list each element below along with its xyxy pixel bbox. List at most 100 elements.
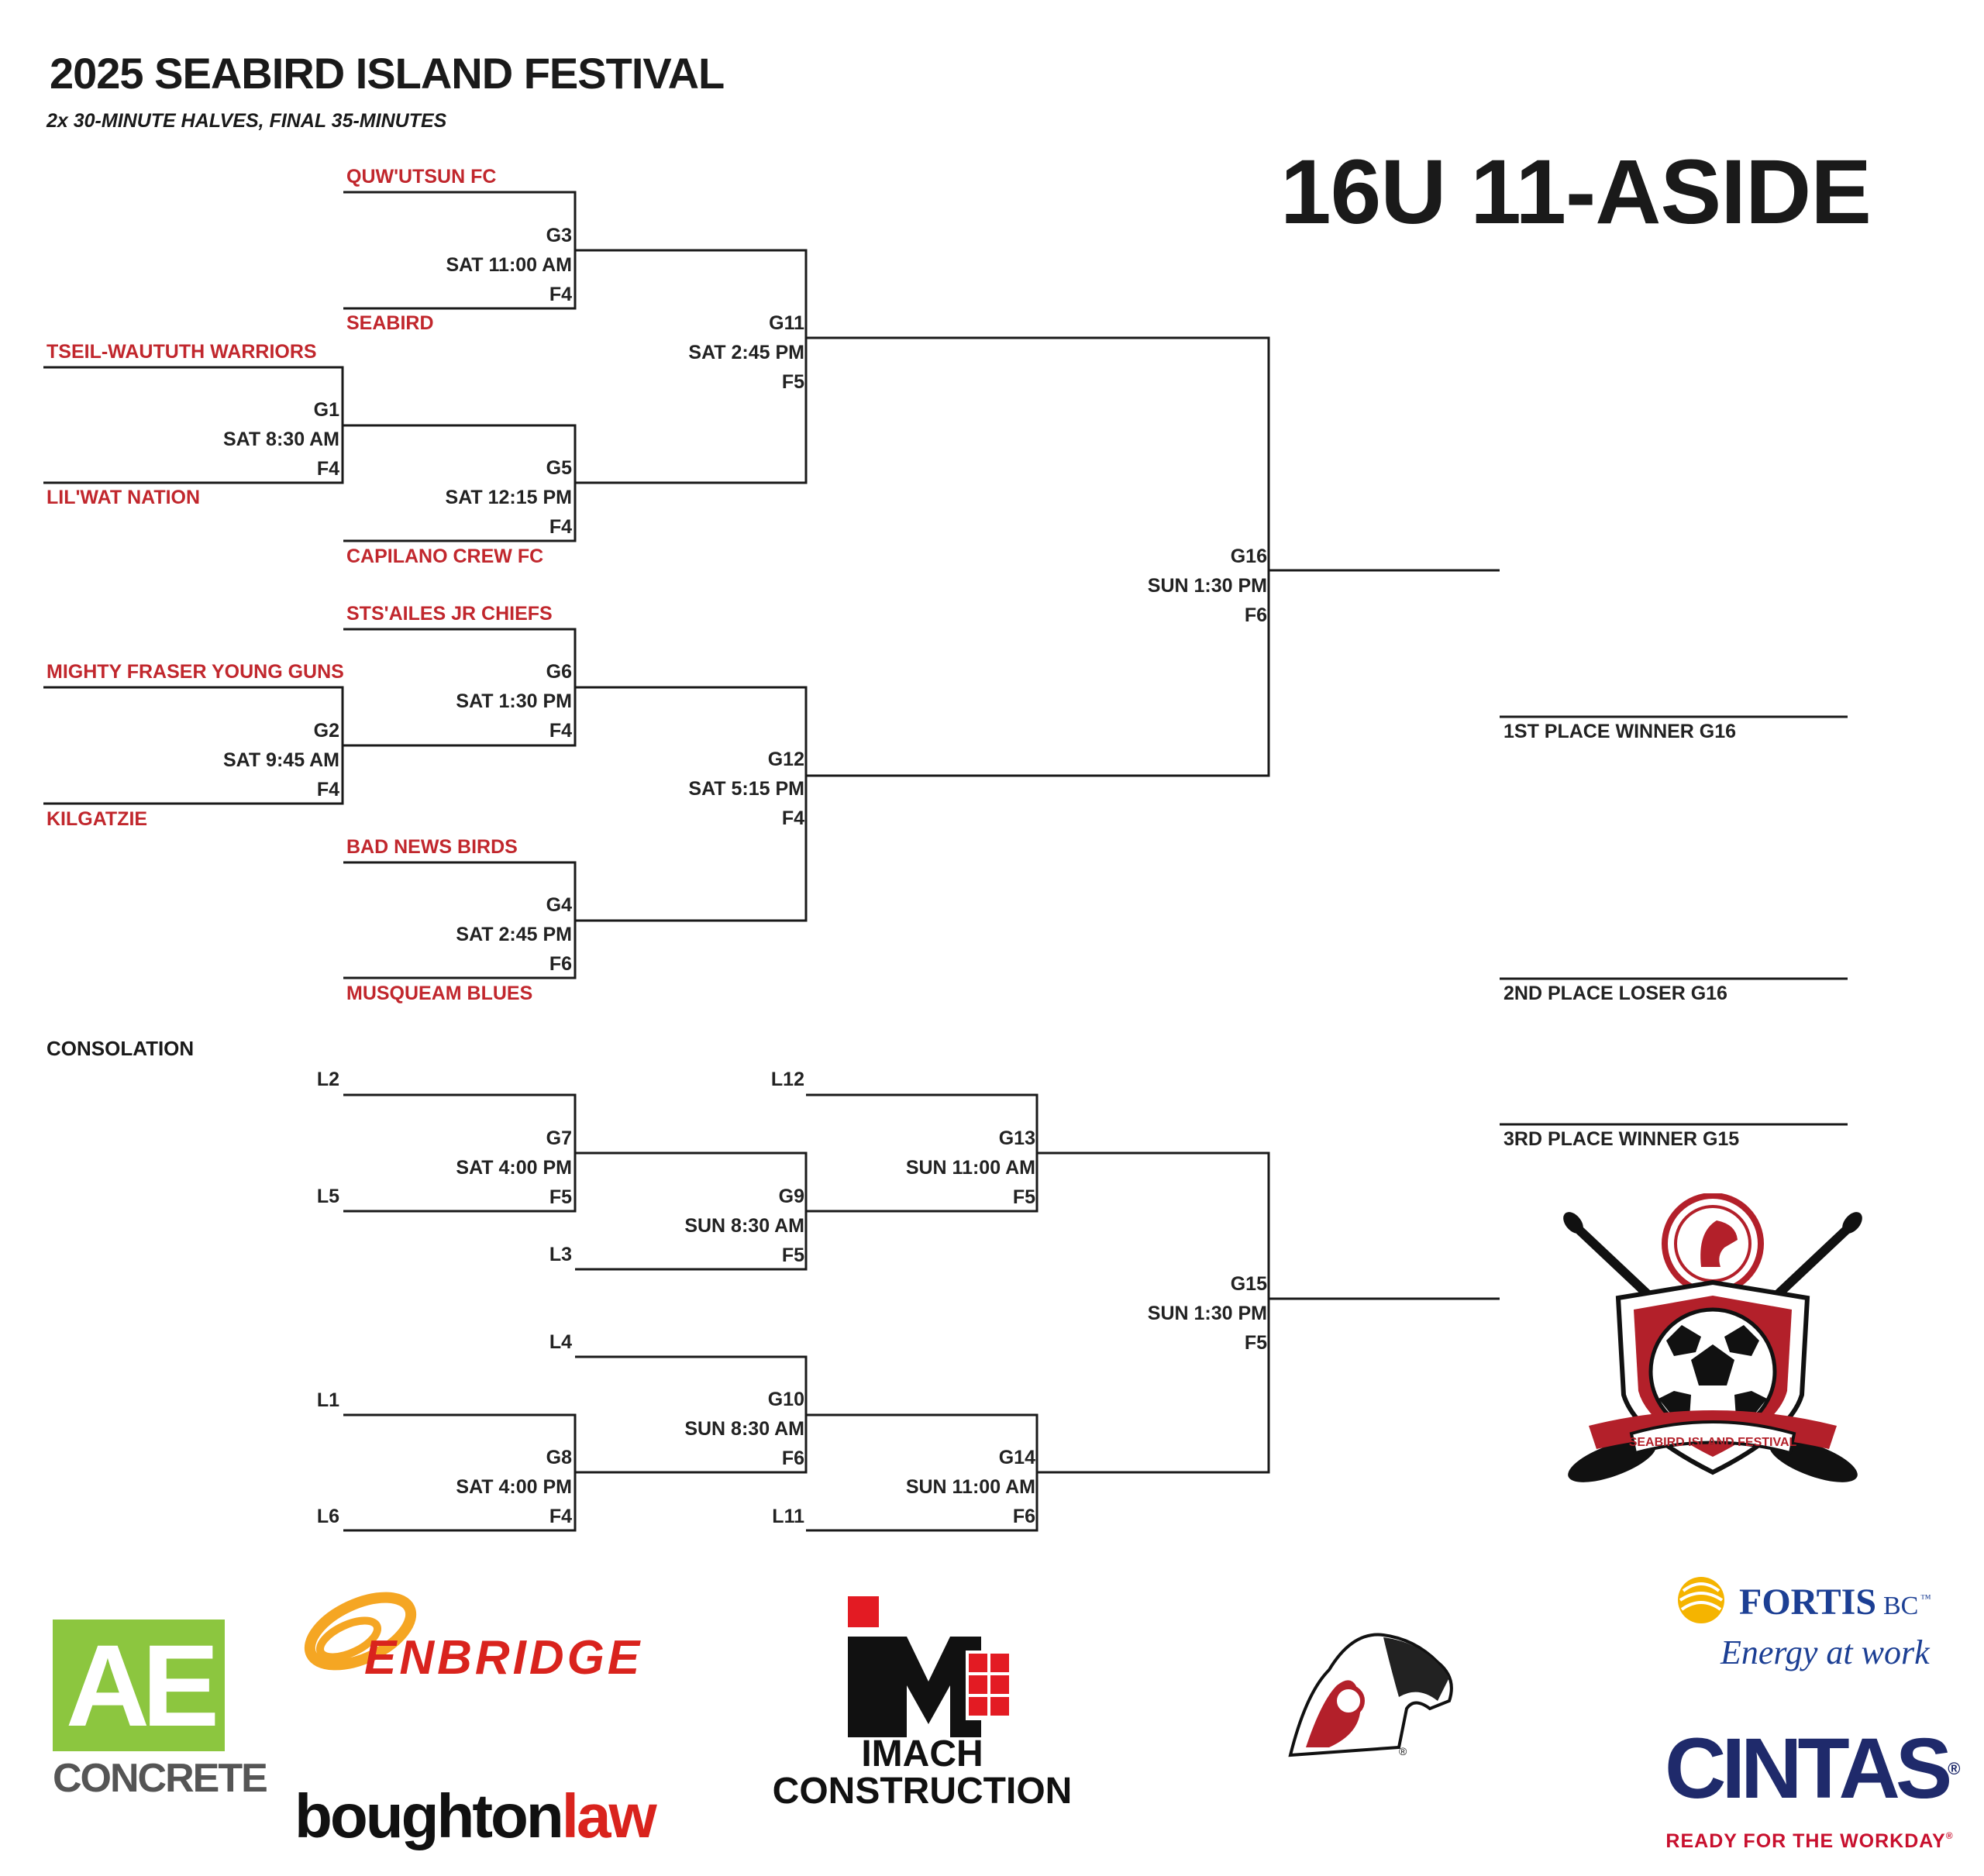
ae-concrete-wordmark: CONCRETE	[53, 1756, 268, 1801]
fortis-wordmark: FORTIS	[1739, 1582, 1876, 1623]
game-time: SAT 9:45 AM	[222, 749, 339, 771]
enbridge-logo: ENBRIDGE	[304, 1592, 642, 1685]
game-field: F6	[549, 953, 572, 975]
game-g4-info: G4 SAT 2:45 PM F6	[456, 890, 572, 979]
game-id: G1	[313, 399, 339, 421]
seed-l4: L4	[549, 1331, 572, 1353]
cintas-logo: CINTAS®	[1665, 1726, 1961, 1812]
game-g5-info: G5 SAT 12:15 PM F4	[446, 453, 572, 542]
imach-logo-mark	[848, 1596, 1012, 1737]
registered-mark: ®	[1399, 1745, 1407, 1757]
boughton-wordmark: boughton	[294, 1781, 564, 1850]
game-field: F4	[549, 284, 572, 305]
game-time: SUN 1:30 PM	[1147, 575, 1267, 597]
seed-l2: L2	[316, 1069, 339, 1090]
game-g14-info: G14 SUN 11:00 AM F6	[906, 1443, 1035, 1531]
team-musqueam: MUSQUEAM BLUES	[346, 983, 533, 1004]
g12-bracket	[575, 686, 808, 922]
game-g16-info: G16 SUN 1:30 PM F6	[1148, 542, 1267, 630]
law-wordmark: law	[561, 1781, 657, 1850]
cintas-registered: ®	[1948, 1759, 1961, 1778]
team-quwutsun: QUW'UTSUN FC	[346, 166, 497, 188]
game-field: F5	[549, 1186, 572, 1208]
game-id: G15	[1230, 1273, 1267, 1295]
game-id: G16	[1230, 546, 1267, 567]
game-id: G10	[767, 1389, 804, 1410]
page-title: 2025 SEABIRD ISLAND FESTIVAL	[50, 49, 725, 98]
game-field: F4	[316, 779, 339, 800]
game-id: G9	[778, 1186, 804, 1207]
cintas-wordmark: CINTAS	[1665, 1721, 1952, 1816]
construction-word: CONSTRUCTION	[772, 1771, 1073, 1812]
game-g10-info: G10 SUN 8:30 AM F6	[684, 1385, 804, 1473]
consolation-label: CONSOLATION	[46, 1037, 195, 1060]
game-id: G6	[546, 661, 572, 683]
game-id: G2	[313, 720, 339, 742]
game-time: SAT 12:15 PM	[445, 487, 572, 508]
team-bad-news-birds: BAD NEWS BIRDS	[346, 836, 518, 858]
game-field: F4	[316, 458, 339, 480]
game-time: SUN 8:30 AM	[684, 1215, 804, 1237]
g2-bracket	[43, 686, 344, 805]
game-field: F5	[781, 371, 804, 393]
imach-construction-wordmark: IMACH CONSTRUCTION	[752, 1736, 1093, 1810]
game-id: G8	[546, 1447, 572, 1468]
game-field: F6	[1244, 604, 1267, 626]
game-time: SAT 2:45 PM	[456, 924, 572, 945]
game-field: F4	[549, 720, 572, 742]
emblem-banner-text: SEABIRD ISLAND FESTIVAL	[1629, 1436, 1797, 1449]
team-mighty-fraser: MIGHTY FRASER YOUNG GUNS	[46, 661, 344, 683]
seed-l11: L11	[772, 1506, 804, 1527]
enbridge-wordmark: ENBRIDGE	[364, 1631, 642, 1685]
game-field: F4	[549, 516, 572, 538]
festival-emblem-logo: SEABIRD ISLAND FESTIVAL	[1563, 1193, 1862, 1482]
game-id: G3	[546, 225, 572, 246]
game-time: SAT 2:45 PM	[688, 342, 804, 363]
game-time: SAT 1:30 PM	[456, 690, 572, 712]
seed-l6: L6	[316, 1506, 339, 1527]
team-kilgatzie: KILGATZIE	[46, 808, 148, 830]
seed-l5: L5	[316, 1186, 339, 1207]
second-place-label: 2ND PLACE LOSER G16	[1504, 983, 1727, 1004]
fortis-trademark: ™	[1920, 1593, 1931, 1605]
third-place-label: 3RD PLACE WINNER G15	[1504, 1128, 1740, 1150]
game-time: SAT 11:00 AM	[446, 254, 572, 276]
ae-concrete-logo: AE	[53, 1620, 225, 1751]
game-time: SUN 11:00 AM	[905, 1476, 1035, 1498]
game-field: F5	[781, 1244, 804, 1266]
game-field: F4	[549, 1506, 572, 1527]
game-time: SAT 4:00 PM	[456, 1476, 572, 1498]
game-g1-info: G1 SAT 8:30 AM F4	[223, 395, 339, 484]
g8-bracket	[343, 1413, 577, 1532]
game-g11-info: G11 SAT 2:45 PM F5	[688, 308, 804, 397]
seed-l12: L12	[770, 1069, 804, 1090]
seed-l3: L3	[549, 1244, 572, 1265]
game-time: SUN 11:00 AM	[905, 1157, 1035, 1179]
fortisbc-logo: FORTIS BC ™ Energy at work	[1678, 1577, 1931, 1671]
game-time: SAT 8:30 AM	[222, 429, 339, 450]
game-g9-info: G9 SUN 8:30 AM F5	[684, 1182, 804, 1270]
team-lilwat: LIL'WAT NATION	[46, 487, 201, 508]
team-capilano: CAPILANO CREW FC	[346, 546, 544, 567]
page-subtitle: 2x 30-MINUTE HALVES, FINAL 35-MINUTES	[46, 110, 447, 132]
game-g3-info: G3 SAT 11:00 AM F4	[446, 221, 572, 309]
game-time: SUN 8:30 AM	[684, 1418, 804, 1440]
game-time: SAT 4:00 PM	[456, 1157, 572, 1179]
first-place-label: 1ST PLACE WINNER G16	[1504, 721, 1737, 742]
g11-bracket	[575, 249, 808, 484]
game-g7-info: G7 SAT 4:00 PM F5	[456, 1124, 572, 1212]
g16-bracket	[806, 336, 1270, 777]
game-g6-info: G6 SAT 1:30 PM F4	[456, 657, 572, 745]
team-stsailes: STS'AILES JR CHIEFS	[346, 603, 553, 625]
game-g8-info: G8 SAT 4:00 PM F4	[456, 1443, 572, 1531]
game-id: G13	[998, 1127, 1035, 1149]
game-id: G4	[546, 894, 572, 916]
team-seabird: SEABIRD	[346, 312, 434, 334]
cintas-tagline-registered: ®	[1945, 1830, 1954, 1841]
seed-l1: L1	[316, 1389, 339, 1411]
game-field: F4	[781, 807, 804, 829]
game-id: G7	[546, 1127, 572, 1149]
game-id: G11	[769, 312, 804, 334]
game-field: F5	[1012, 1186, 1035, 1208]
